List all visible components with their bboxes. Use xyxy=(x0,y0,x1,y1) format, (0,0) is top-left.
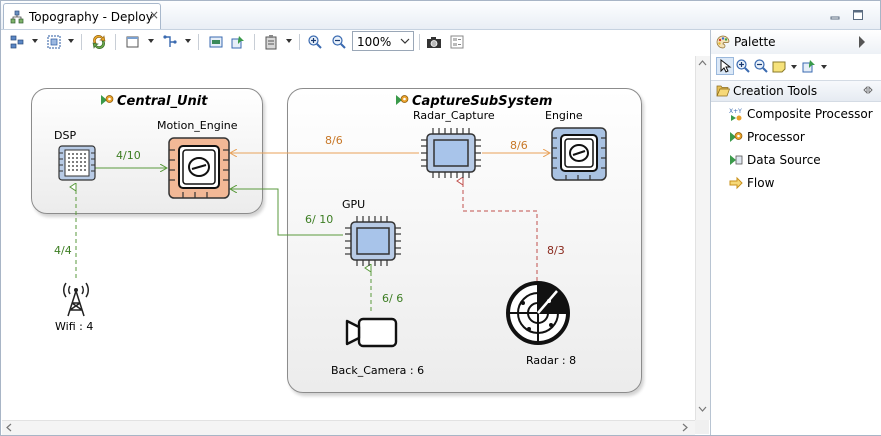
collapse-palette-icon[interactable] xyxy=(859,36,865,48)
pin-icon[interactable] xyxy=(230,34,246,50)
select-cursor-icon[interactable] xyxy=(716,57,734,75)
palette-entry-processor[interactable]: Processor xyxy=(711,126,881,148)
pin-note-icon[interactable] xyxy=(801,58,817,74)
node-label-engine: Engine xyxy=(545,109,583,122)
container-capture-subsystem-title: CaptureSubSystem xyxy=(395,94,552,109)
palette-entry-label: Data Source xyxy=(747,153,821,167)
scroll-up-icon[interactable] xyxy=(698,59,707,68)
palette-panel: Palette Creation Tools X+Y Composite Pro… xyxy=(710,30,881,435)
flow-arrow-icon xyxy=(729,176,743,190)
arrange-dropdown-icon[interactable] xyxy=(32,39,38,43)
node-label-back-camera: Back_Camera : 6 xyxy=(331,364,425,377)
palette-entry-composite-processor[interactable]: X+Y Composite Processor xyxy=(711,103,881,125)
palette-header: Palette xyxy=(711,30,881,54)
edge-label-gpu-motion: 6/ 10 xyxy=(305,213,334,226)
zoom-in-icon[interactable] xyxy=(307,34,323,50)
pin-drawer-icon[interactable] xyxy=(863,86,873,94)
editor-tab-title: Topography - Deploy xyxy=(29,10,153,24)
edge-label-camera-gpu: 6/ 6 xyxy=(382,292,404,305)
data-source-icon xyxy=(730,155,743,165)
diagram-canvas[interactable]: Central_Unit CaptureSubSystem xyxy=(2,56,695,420)
processor-icon xyxy=(101,95,114,105)
close-icon[interactable]: × xyxy=(148,8,160,22)
palette-entry-label: Processor xyxy=(747,130,805,144)
edge-label-dsp-motion: 4/10 xyxy=(116,149,141,162)
motion-engine-icon[interactable] xyxy=(167,136,231,200)
palette-entry-label: Composite Processor xyxy=(747,107,873,121)
edge-gpu-motion xyxy=(230,189,343,236)
diagram-edges xyxy=(2,56,695,311)
processor-icon xyxy=(730,132,743,142)
note-dropdown-icon[interactable] xyxy=(791,65,797,69)
zoom-combo[interactable]: 100% xyxy=(352,31,414,51)
zoom-out-icon[interactable] xyxy=(331,34,347,50)
gpu-chip-icon[interactable] xyxy=(343,214,403,268)
select-dropdown-icon[interactable] xyxy=(68,39,74,43)
edge-label-radar-capture-motion: 8/6 xyxy=(325,134,343,147)
properties-view-icon[interactable] xyxy=(449,34,465,50)
node-label-motion-engine: Motion_Engine xyxy=(157,119,238,132)
node-label-radar: Radar : 8 xyxy=(526,354,577,367)
routing-dropdown-icon[interactable] xyxy=(185,39,191,43)
edge-label-radar-capture: 8/3 xyxy=(547,244,565,257)
container-central-unit-title: Central_Unit xyxy=(100,94,207,109)
pin-dropdown-icon[interactable] xyxy=(821,65,827,69)
show-properties-icon[interactable] xyxy=(208,34,224,50)
scroll-down-icon[interactable] xyxy=(698,404,707,413)
edge-radar-capture xyxy=(463,181,538,281)
edge-label-radar-capture-engine: 8/6 xyxy=(510,139,528,152)
radar-capture-chip-icon[interactable] xyxy=(419,126,483,180)
node-label-radar-capture: Radar_Capture xyxy=(413,109,495,122)
layer-dropdown-icon[interactable] xyxy=(148,39,154,43)
palette-entry-flow[interactable]: Flow xyxy=(711,172,881,194)
vertical-scrollbar[interactable] xyxy=(695,56,710,420)
minimize-icon[interactable] xyxy=(829,9,841,21)
layer-icon[interactable] xyxy=(125,34,141,50)
palette-icon xyxy=(716,35,730,49)
dsp-chip-icon[interactable] xyxy=(58,145,96,181)
palette-title: Palette xyxy=(734,35,776,49)
scroll-right-icon[interactable] xyxy=(680,423,689,432)
scroll-left-icon[interactable] xyxy=(5,423,14,432)
camera-export-icon[interactable] xyxy=(426,34,442,50)
palette-entry-data-source[interactable]: Data Source xyxy=(711,149,881,171)
svg-text:X+Y: X+Y xyxy=(729,108,742,115)
topography-icon xyxy=(10,10,24,24)
creation-tools-label: Creation Tools xyxy=(733,84,818,98)
node-label-gpu: GPU xyxy=(342,198,366,211)
folder-open-icon xyxy=(716,85,730,97)
chevron-down-icon[interactable] xyxy=(400,36,410,46)
scroll-corner xyxy=(695,420,709,434)
select-all-icon[interactable] xyxy=(46,34,62,50)
wifi-antenna-icon[interactable] xyxy=(58,279,94,317)
zoom-value: 100% xyxy=(357,35,392,49)
palette-zoom-in-icon[interactable] xyxy=(735,58,751,74)
clipboard-icon[interactable] xyxy=(263,34,279,50)
routing-icon[interactable] xyxy=(162,34,178,50)
palette-entry-label: Flow xyxy=(747,176,775,190)
processor-icon xyxy=(396,95,409,105)
arrange-all-icon[interactable] xyxy=(9,34,25,50)
palette-zoom-out-icon[interactable] xyxy=(753,58,769,74)
editor-tab[interactable]: Topography - Deploy × xyxy=(3,3,161,29)
video-camera-icon[interactable] xyxy=(345,314,399,352)
edge-label-wifi-dsp: 4/4 xyxy=(54,244,72,257)
creation-tools-drawer[interactable]: Creation Tools xyxy=(711,80,881,102)
editor-tab-bar: Topography - Deploy × xyxy=(1,1,880,30)
node-label-dsp: DSP xyxy=(54,129,77,142)
palette-tools xyxy=(711,55,881,79)
refresh-icon[interactable] xyxy=(91,34,107,50)
composite-processor-icon: X+Y xyxy=(729,108,742,121)
horizontal-scrollbar[interactable] xyxy=(2,420,695,435)
note-icon[interactable] xyxy=(771,58,787,74)
maximize-icon[interactable] xyxy=(852,9,864,21)
clipboard-dropdown-icon[interactable] xyxy=(286,39,292,43)
node-label-wifi: Wifi : 4 xyxy=(55,320,94,333)
engine-icon[interactable] xyxy=(550,126,608,182)
radar-icon[interactable] xyxy=(499,281,577,345)
